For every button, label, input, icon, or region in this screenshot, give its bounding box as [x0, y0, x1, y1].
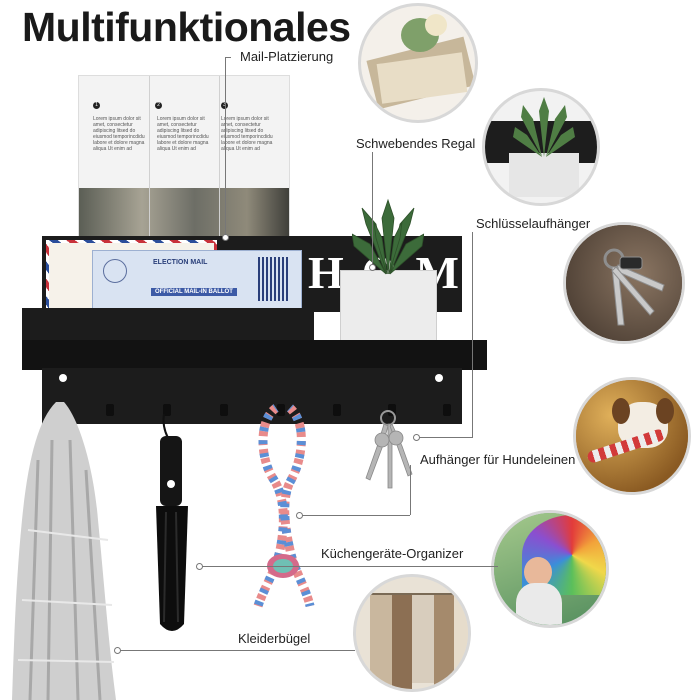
card-text-2: Lorem ipsum dolor sit amet, consectetur … [157, 116, 209, 152]
card-text-3: Lorem ipsum dolor sit amet, consectetur … [221, 116, 273, 152]
leader-dot [222, 234, 229, 241]
feature-label-dog: Aufhänger für Hundeleinen [420, 452, 576, 467]
keys-photo [563, 222, 685, 344]
card-number-2: 2 [155, 102, 162, 109]
succulent-shelf-photo [482, 88, 600, 206]
hook [277, 404, 285, 416]
hanging-keys [365, 410, 413, 489]
hook [220, 404, 228, 416]
envelope-title: ELECTION MAIL [153, 259, 208, 266]
mail-tray [22, 308, 314, 344]
leader-dot [114, 647, 121, 654]
leader-line [225, 57, 231, 58]
leader-line [300, 515, 410, 516]
woman-umbrella-photo [491, 510, 609, 628]
card-number-1: 1 [93, 102, 100, 109]
feature-label-hanger: Kleiderbügel [238, 631, 311, 646]
leader-dot [369, 264, 376, 271]
mail-papers-photo [358, 3, 478, 123]
hook [443, 404, 451, 416]
umbrella [156, 413, 188, 631]
feature-label-shelf: Schwebendes Regal [356, 136, 476, 151]
leader-line [225, 57, 226, 237]
plant-pot [340, 270, 437, 350]
hook [163, 404, 171, 416]
card-number-3: 3 [221, 102, 228, 109]
leader-dot [296, 512, 303, 519]
feature-label-kitchen: Küchengeräte-Organizer [321, 546, 464, 561]
clothes-rack-photo [353, 574, 471, 692]
hook [106, 404, 114, 416]
election-envelope: ELECTION MAIL OFFICIAL MAIL-IN BALLOT [92, 250, 302, 314]
product-illustration: 1 2 3 Lorem ipsum dolor sit amet, consec… [12, 75, 487, 700]
feature-label-mail: Mail-Platzierung [240, 49, 334, 64]
dog-with-rope-photo [573, 377, 691, 495]
leader-line [418, 437, 473, 438]
hook [388, 404, 396, 416]
leader-line [410, 465, 411, 515]
paper-cards: 1 2 3 Lorem ipsum dolor sit amet, consec… [78, 75, 290, 252]
feature-label-keys: Schlüsselaufhänger [476, 216, 591, 231]
leader-line [120, 650, 355, 651]
leader-line [202, 566, 498, 567]
hanging-cloth [12, 402, 116, 700]
leader-line [372, 152, 373, 267]
page-title: Multifunktionales [22, 4, 351, 50]
hook [333, 404, 341, 416]
leader-line [472, 232, 473, 437]
rope-toy [253, 404, 315, 608]
succulent-plant [352, 198, 424, 275]
leader-dot [196, 563, 203, 570]
card-text-1: Lorem ipsum dolor sit amet, consectetur … [93, 116, 145, 152]
leader-dot [413, 434, 420, 441]
ballot-label: OFFICIAL MAIL-IN BALLOT [151, 288, 237, 296]
floating-shelf [22, 340, 487, 370]
